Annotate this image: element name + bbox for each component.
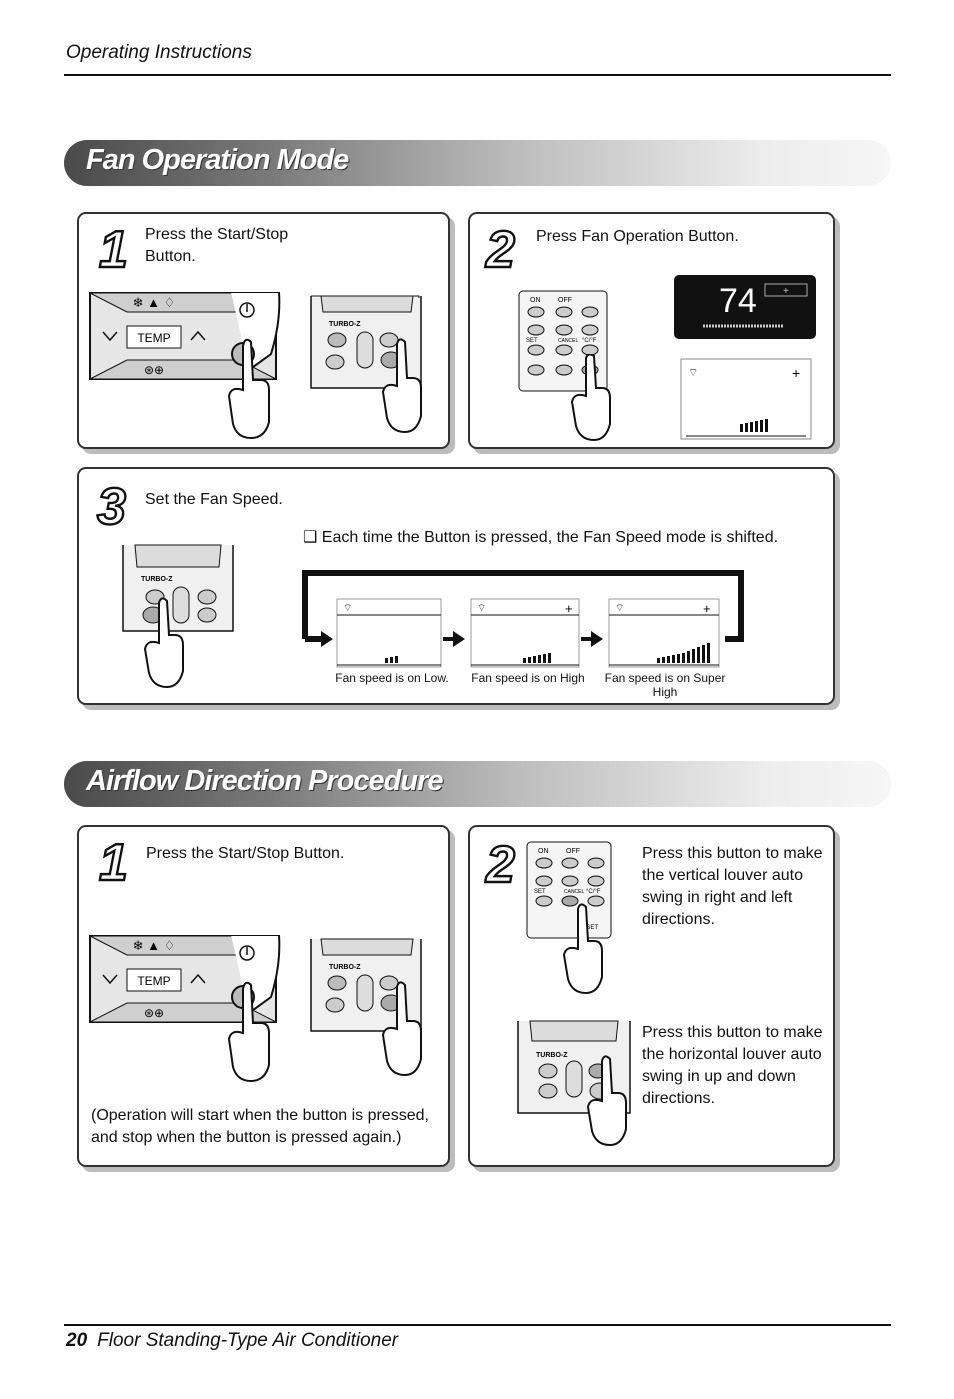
step-number: 2 [485, 221, 516, 279]
pointing-hand-icon [143, 597, 184, 689]
fan-speed-display: ⌔ + [680, 358, 812, 440]
svg-text:⊛⊕: ⊛⊕ [144, 1006, 164, 1020]
pointing-hand-icon [381, 338, 422, 434]
set-label: SET [526, 338, 538, 344]
section-banner-airflow: Airflow Direction Procedure [64, 761, 891, 807]
turbo-label: TURBO-Z [329, 964, 361, 971]
pointing-hand-icon [562, 903, 603, 995]
step-panel: 3 Set the Fan Speed. ❑ Each time the But… [77, 467, 835, 705]
lcd-display-illustration: 74 + [674, 275, 816, 339]
pointing-hand-icon [586, 1055, 627, 1147]
step-number: 1 [98, 834, 129, 892]
pointing-hand-icon [227, 981, 270, 1083]
svg-text:+: + [703, 601, 711, 616]
pointing-hand-icon [227, 338, 270, 440]
svg-text:❄ ▲ ♢: ❄ ▲ ♢ [133, 295, 176, 310]
caption-low: Fan speed is on Low. [335, 671, 449, 685]
step-instruction: Press the Start/Stop Button. [146, 845, 345, 862]
svg-text:⌔: ⌔ [688, 367, 698, 379]
fan-speed-low-display: ⌔ [336, 598, 442, 668]
step-note: ❑ Each time the Button is pressed, the F… [303, 529, 779, 546]
off-label: OFF [566, 848, 580, 855]
svg-text:+: + [565, 601, 573, 616]
horizontal-louver-instruction: Press this button to make the horizontal… [642, 1024, 823, 1107]
remote-control-illustration: TURBO-Z [310, 295, 422, 389]
pointing-hand-icon [381, 981, 422, 1077]
svg-text:⌔: ⌔ [343, 603, 352, 614]
off-label: OFF [558, 297, 572, 304]
on-label: ON [530, 297, 541, 304]
footer-title: Floor Standing-Type Air Conditioner [97, 1330, 399, 1351]
header-rule [64, 74, 891, 76]
remote-control-illustration: TURBO-Z [310, 938, 422, 1032]
section-title: Airflow Direction Procedure [86, 765, 444, 797]
step-panel: 2 Press Fan Operation Button. ON OFF SET… [468, 212, 835, 449]
caption-super-high: Fan speed is on Super High [604, 671, 726, 699]
step-instruction: Press Fan Operation Button. [536, 228, 739, 245]
temp-label: TEMP [137, 974, 170, 988]
svg-text:+: + [792, 365, 800, 381]
temperature-readout: 74 [719, 282, 757, 320]
fan-speed-cycle-diagram: ⌔ ⌔ + ⌔ + [302, 570, 744, 668]
page-footer: 20 Floor Standing-Type Air Conditioner [66, 1330, 398, 1352]
set-label: SET [534, 889, 546, 895]
caption-high: Fan speed is on High [471, 671, 585, 685]
svg-text:⊛⊕: ⊛⊕ [144, 363, 164, 377]
page-number: 20 [66, 1330, 88, 1351]
cf-label: °C/°F [586, 889, 601, 895]
step-number: 1 [98, 221, 129, 279]
section-title: Fan Operation Mode [86, 144, 349, 176]
step-panel: 1 Press the Start/Stop Button. TEMP ❄ ▲ … [77, 212, 450, 449]
fan-speed-super-high-display: ⌔ + [608, 598, 720, 668]
turbo-label: TURBO-Z [329, 321, 361, 328]
svg-text:❄ ▲ ♢: ❄ ▲ ♢ [133, 938, 176, 953]
running-header: Operating Instructions [66, 42, 252, 63]
step-note: (Operation will start when the button is… [91, 1107, 429, 1146]
fan-speed-high-display: ⌔ + [470, 598, 580, 668]
temp-label: TEMP [137, 331, 170, 345]
turbo-label: TURBO-Z [536, 1052, 568, 1059]
on-label: ON [538, 848, 549, 855]
step-number: 3 [96, 478, 127, 536]
remote-button-panel-illustration: ON OFF SET CANCEL °C/°F RESET [526, 841, 612, 939]
section-banner-fan: Fan Operation Mode [64, 140, 891, 186]
step-panel: 1 Press the Start/Stop Button. TEMP ❄ ▲ … [77, 825, 450, 1167]
cf-label: °C/°F [582, 338, 597, 344]
step-instruction: Press the Start/Stop Button. [145, 226, 289, 265]
svg-text:⌔: ⌔ [477, 603, 486, 614]
step-instruction: Set the Fan Speed. [145, 491, 283, 508]
svg-text:⌔: ⌔ [615, 603, 624, 614]
cancel-label: CANCEL [558, 338, 579, 344]
step-panel: 2 ON OFF SET CANCEL °C/°F RESET Press th… [468, 825, 835, 1167]
vertical-louver-instruction: Press this button to make the vertical l… [642, 845, 823, 928]
pointing-hand-icon [570, 354, 611, 442]
cancel-label: CANCEL [564, 889, 585, 895]
turbo-label: TURBO-Z [141, 576, 173, 583]
remote-control-illustration: TURBO-Z [122, 544, 234, 632]
svg-text:+: + [783, 286, 789, 297]
step-number: 2 [485, 836, 516, 894]
footer-rule [64, 1324, 891, 1326]
